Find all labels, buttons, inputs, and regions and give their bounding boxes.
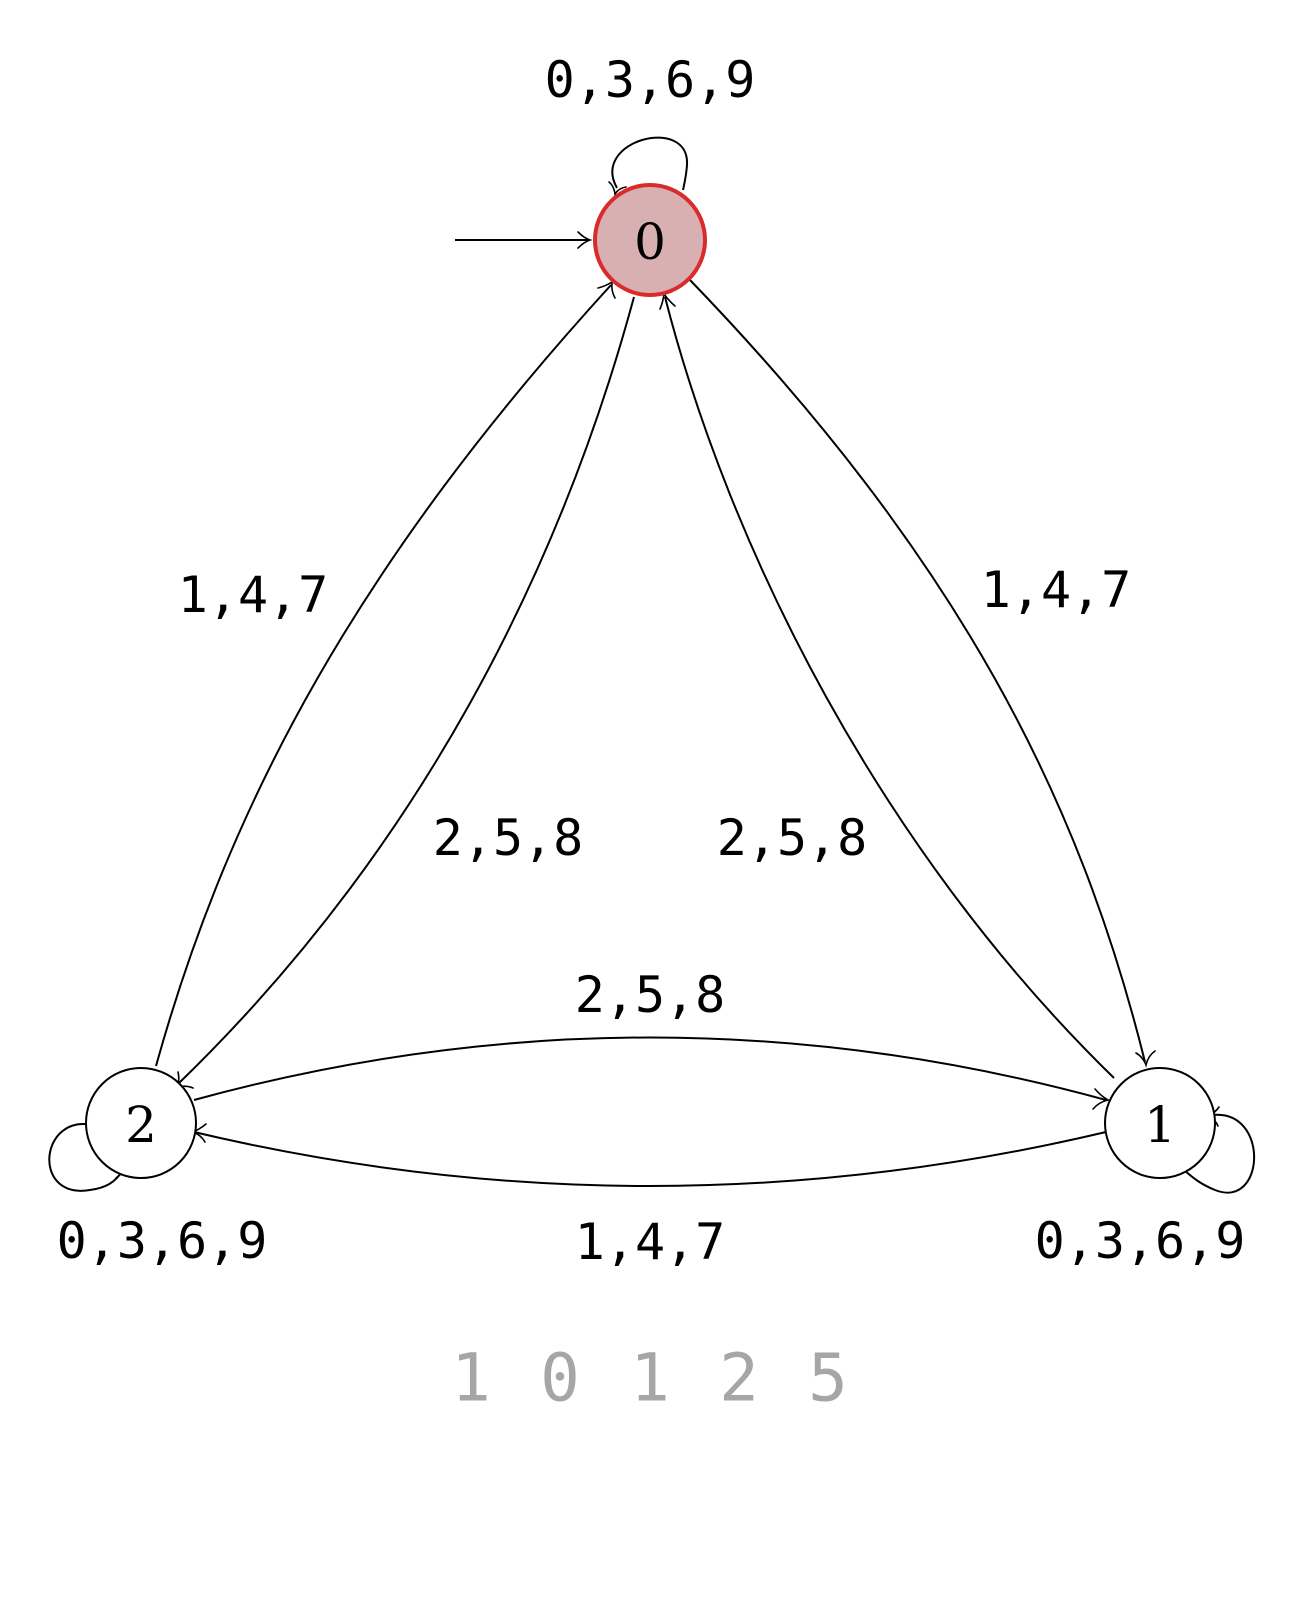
state-2: 2	[85, 1067, 197, 1179]
svg-text:2: 2	[125, 1096, 157, 1154]
input-digit: 1	[451, 1340, 491, 1417]
self-loop-1	[1183, 1113, 1256, 1194]
input-sequence: 1 0 1 2 5	[451, 1340, 848, 1417]
edge-0-to-1	[689, 279, 1146, 1063]
self-loop-0	[611, 136, 689, 191]
label-edge-0-to-2: 2,5,8	[433, 809, 584, 867]
self-loop-2	[48, 1123, 124, 1192]
label-self-2: 0,3,6,9	[57, 1212, 268, 1270]
label-edge-0-to-1: 1,4,7	[981, 561, 1132, 619]
label-self-1: 0,3,6,9	[1035, 1212, 1246, 1270]
edge-1-to-2	[193, 1131, 1107, 1187]
svg-text:1: 1	[1144, 1096, 1176, 1154]
input-digit: 0	[540, 1340, 580, 1417]
input-digit: 5	[808, 1340, 848, 1417]
state-1: 1	[1104, 1067, 1216, 1179]
label-self-0: 0,3,6,9	[545, 51, 756, 109]
label-edge-2-to-0: 1,4,7	[178, 566, 329, 624]
state-0: 0	[593, 183, 707, 297]
edge-0-to-2	[176, 296, 635, 1086]
label-edge-1-to-0: 2,5,8	[717, 809, 868, 867]
svg-text:0: 0	[634, 213, 666, 271]
input-digit: 1	[630, 1340, 670, 1417]
edge-1-to-0	[664, 296, 1115, 1079]
input-digit: 2	[719, 1340, 759, 1417]
edge-2-to-0	[155, 284, 612, 1067]
edge-2-to-1	[193, 1036, 1107, 1101]
label-edge-2-to-1: 2,5,8	[575, 966, 726, 1024]
label-edge-1-to-2: 1,4,7	[575, 1213, 726, 1271]
